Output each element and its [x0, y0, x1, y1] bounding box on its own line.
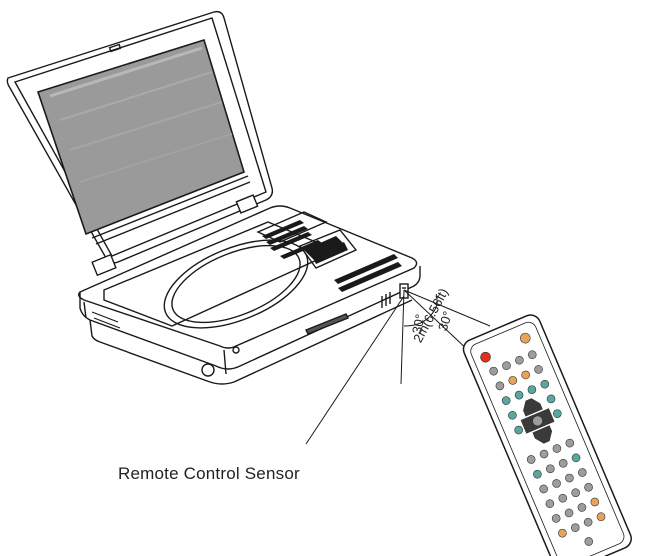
- screen-lid: [6, 10, 274, 277]
- remote-buttons: [480, 332, 606, 546]
- lcd-screen: [36, 38, 245, 236]
- dvd-player: [6, 10, 421, 385]
- button-outlines: [256, 211, 358, 269]
- headphone-jack-icon: [201, 363, 215, 377]
- sensor-pointer: [305, 295, 405, 445]
- range-indicators: [400, 289, 491, 385]
- remote-control: [462, 314, 632, 556]
- player-base: [77, 205, 421, 385]
- remote-control-sensor-label: Remote Control Sensor: [118, 464, 300, 483]
